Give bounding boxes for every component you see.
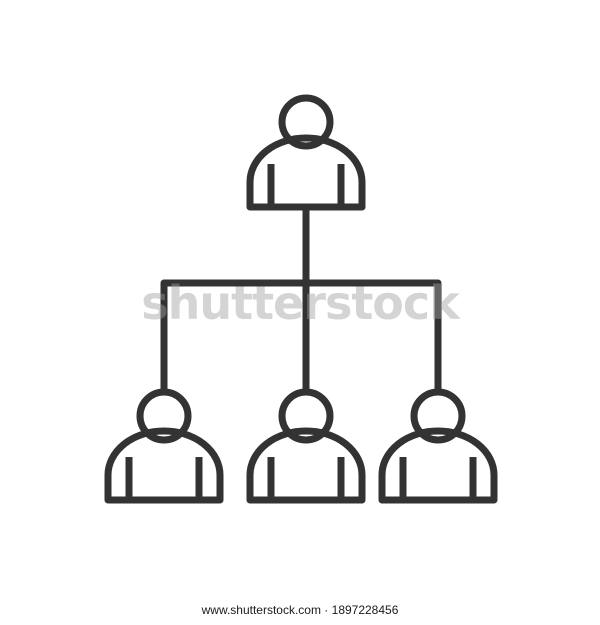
person-icon [104,388,224,504]
person-icon [246,94,366,211]
connector-lines [160,208,442,390]
person-icon [378,388,498,504]
footer-text: www.shutterstock.com · 1897228456 [201,603,399,617]
connector-horizontal-bar [160,279,442,390]
person-icon [246,388,366,504]
footer-bar: www.shutterstock.com · 1897228456 [0,600,600,620]
